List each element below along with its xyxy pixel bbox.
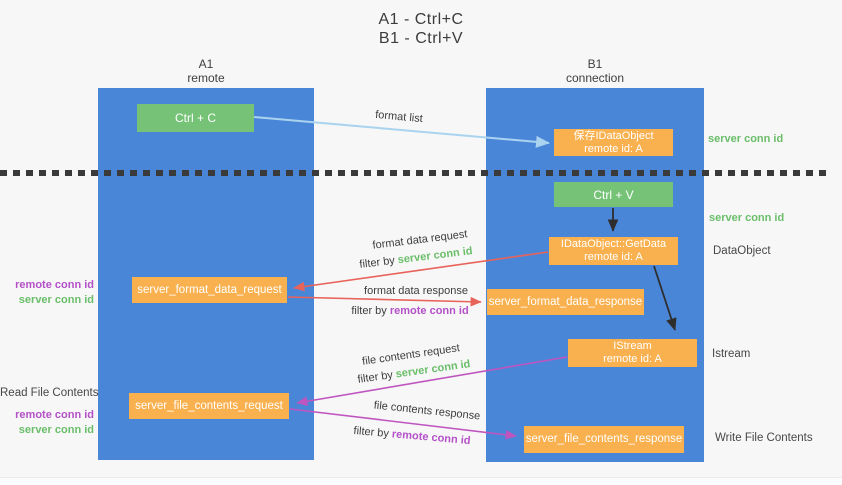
label-filter-by-remote-1: filter by remote conn id	[351, 305, 468, 317]
label-remote-conn-id-format: remote conn id	[15, 279, 94, 291]
node-ctrl-v-label: Ctrl + V	[593, 187, 634, 202]
node-server-file-contents-request[interactable]: server_file_contents_request	[129, 393, 289, 419]
column-b-header: B1 connection	[535, 57, 655, 85]
remote-conn-id-text-1: remote conn id	[389, 305, 469, 317]
left-labels-file: remote conn id server conn id	[0, 408, 94, 438]
label-dataobject: DataObject	[713, 245, 771, 257]
label-write-file-contents: Write File Contents	[715, 432, 813, 444]
label-format-list: format list	[374, 108, 424, 126]
server-conn-id-text-1: server conn id	[397, 245, 474, 267]
node-server-format-data-response[interactable]: server_format_data_response	[487, 289, 644, 315]
node-istream-line1: IStream	[613, 340, 652, 352]
node-server-file-contents-response[interactable]: server_file_contents_response	[524, 426, 684, 453]
node-getdata-line1: IDataObject::GetData	[560, 238, 667, 250]
node-save-dataobject[interactable]: 保存IDataObject remote id: A	[554, 129, 673, 156]
remote-conn-id-text-2: remote conn id	[391, 428, 471, 448]
label-server-conn-id-mid: server conn id	[709, 212, 785, 224]
node-save-dataobject-line1: 保存IDataObject	[573, 129, 654, 142]
node-ctrl-c-label: Ctrl + C	[174, 111, 216, 125]
title-line-2: B1 - Ctrl+V	[378, 30, 464, 47]
node-server-format-data-response-label: server_format_data_response	[488, 295, 643, 308]
title-line-1: A1 - Ctrl+C	[378, 11, 464, 28]
label-file-contents-response: file contents response	[373, 399, 481, 423]
bottom-edge-strip	[0, 477, 842, 485]
filter-by-text-3: filter by	[356, 368, 397, 386]
node-server-format-data-request[interactable]: server_format_data_request	[132, 277, 287, 303]
label-server-conn-id-file: server conn id	[18, 424, 94, 436]
label-remote-conn-id-file: remote conn id	[15, 409, 94, 421]
node-ctrl-c[interactable]: Ctrl + C	[137, 104, 254, 132]
node-istream[interactable]: IStream remote id: A	[568, 339, 697, 367]
node-server-file-contents-response-label: server_file_contents_response	[525, 433, 683, 445]
section-divider-dotted-line	[0, 170, 828, 176]
node-ctrl-v[interactable]: Ctrl + V	[554, 182, 673, 207]
label-server-conn-id-format: server conn id	[18, 294, 94, 306]
label-filter-by-remote-2: filter by remote conn id	[353, 425, 471, 447]
filter-by-text-4: filter by	[353, 424, 393, 441]
label-format-data-response: format data response	[364, 285, 468, 297]
node-save-dataobject-line2: remote id: A	[584, 142, 643, 155]
arrow-format-data-response	[287, 296, 482, 307]
column-a-name: A1	[198, 57, 214, 71]
left-labels-format: remote conn id server conn id	[0, 278, 94, 308]
column-b-name: B1	[587, 57, 603, 71]
column-b-role: connection	[565, 71, 625, 85]
label-server-conn-id-top: server conn id	[708, 133, 784, 145]
label-read-file-contents: Read File Contents	[0, 387, 99, 399]
filter-by-text-2: filter by	[351, 305, 390, 317]
node-server-file-contents-request-label: server_file_contents_request	[135, 399, 283, 412]
node-getdata[interactable]: IDataObject::GetData remote id: A	[549, 237, 678, 265]
column-a-header: A1 remote	[146, 57, 266, 85]
filter-by-text-1: filter by	[358, 254, 399, 271]
column-a-role: remote	[187, 71, 225, 85]
node-server-format-data-request-label: server_format_data_request	[137, 283, 282, 296]
diagram-title: A1 - Ctrl+C B1 - Ctrl+V	[0, 10, 842, 48]
label-istream: Istream	[712, 348, 751, 360]
node-istream-line2: remote id: A	[603, 353, 662, 365]
node-getdata-line2: remote id: A	[584, 251, 643, 263]
